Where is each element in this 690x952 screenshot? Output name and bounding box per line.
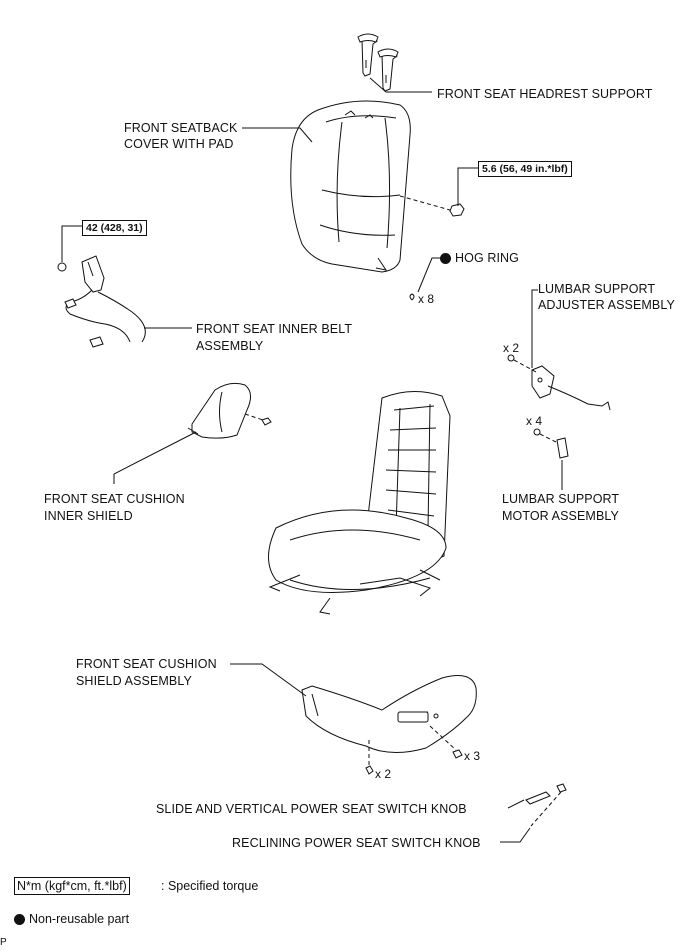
label-lumbar-motor-line2: MOTOR ASSEMBLY <box>502 509 619 523</box>
lumbar-adjuster-part <box>531 365 611 411</box>
hog-ring-icon <box>409 293 415 301</box>
label-inner-belt-line1: FRONT SEAT INNER BELT <box>196 322 353 336</box>
torque-nut-box: 5.6 (56, 49 in.*lbf) <box>478 161 572 177</box>
lumbar-motor-part <box>556 437 569 459</box>
seat-frame-part <box>268 391 451 615</box>
legend-nonreusable-dot-icon <box>14 914 25 925</box>
label-hog-ring: HOG RING <box>455 251 519 265</box>
leader-seatback <box>242 127 313 143</box>
label-cushion-shield-line2: SHIELD ASSEMBLY <box>76 674 192 688</box>
qty-hog-ring: x 8 <box>418 292 435 306</box>
label-inner-belt-line2: ASSEMBLY <box>196 339 264 353</box>
headrest-support-parts <box>357 33 399 92</box>
nut-dash <box>399 195 451 211</box>
cushion-shield-part <box>301 675 477 753</box>
torque-belt-box: 42 (428, 31) <box>82 220 147 236</box>
shield-screw-bottom <box>365 765 374 775</box>
leader-torque-nut <box>457 167 478 206</box>
shield-screw-right <box>452 749 463 759</box>
leader-hog-ring <box>417 257 440 293</box>
adjuster-dash <box>513 359 537 373</box>
legend-nonreusable-text: Non-reusable part <box>29 912 130 926</box>
label-cushion-inner-shield-line1: FRONT SEAT CUSHION <box>44 492 185 506</box>
corner-mark: P <box>0 937 7 948</box>
label-headrest-support: FRONT SEAT HEADREST SUPPORT <box>437 87 653 101</box>
leader-reclining-knob <box>500 827 531 843</box>
label-lumbar-adjuster-line1: LUMBAR SUPPORT <box>538 282 656 296</box>
slide-knob-part <box>525 791 551 805</box>
label-lumbar-motor-line1: LUMBAR SUPPORT <box>502 492 620 506</box>
shield-dash-right <box>429 725 457 751</box>
qty-shield-screws-right: x 3 <box>464 749 481 763</box>
leader-slide-knob <box>507 799 525 809</box>
leader-cushion-shield <box>230 663 307 697</box>
qty-adjuster-screws: x 2 <box>503 341 520 355</box>
motor-screw <box>533 428 541 436</box>
label-lumbar-adjuster-line2: ADJUSTER ASSEMBLY <box>538 298 675 312</box>
qty-shield-screws-bottom: x 2 <box>375 767 392 781</box>
label-cushion-inner-shield-line2: INNER SHIELD <box>44 509 133 523</box>
label-cushion-shield-line1: FRONT SEAT CUSHION <box>76 657 217 671</box>
cushion-inner-shield-part <box>187 382 251 439</box>
seatback-nut <box>449 203 465 217</box>
label-slide-knob: SLIDE AND VERTICAL POWER SEAT SWITCH KNO… <box>156 802 467 816</box>
adjuster-screw <box>507 354 515 362</box>
label-reclining-knob: RECLINING POWER SEAT SWITCH KNOB <box>232 836 481 850</box>
nonreusable-dot-icon <box>440 253 451 264</box>
leader-inner-shield <box>113 431 197 484</box>
leader-headrest <box>369 77 432 93</box>
motor-dash <box>539 433 557 443</box>
qty-motor-screws: x 4 <box>526 414 543 428</box>
seatback-cover-part <box>290 100 411 273</box>
legend-torque-box: N*m (kgf*cm, ft.*lbf) <box>14 877 130 895</box>
legend-torque-text: : Specified torque <box>161 879 259 893</box>
leader-belt-torque <box>61 225 82 262</box>
inner-belt-part <box>57 255 146 348</box>
label-seatback-cover-line1: FRONT SEATBACK <box>124 121 238 135</box>
leader-lumbar-adjuster <box>531 289 538 368</box>
label-seatback-cover-line2: COVER WITH PAD <box>124 137 234 151</box>
inner-shield-dash <box>244 413 264 421</box>
inner-shield-screw <box>261 417 272 426</box>
reclining-dash <box>530 791 562 827</box>
reclining-knob-part <box>556 783 567 793</box>
